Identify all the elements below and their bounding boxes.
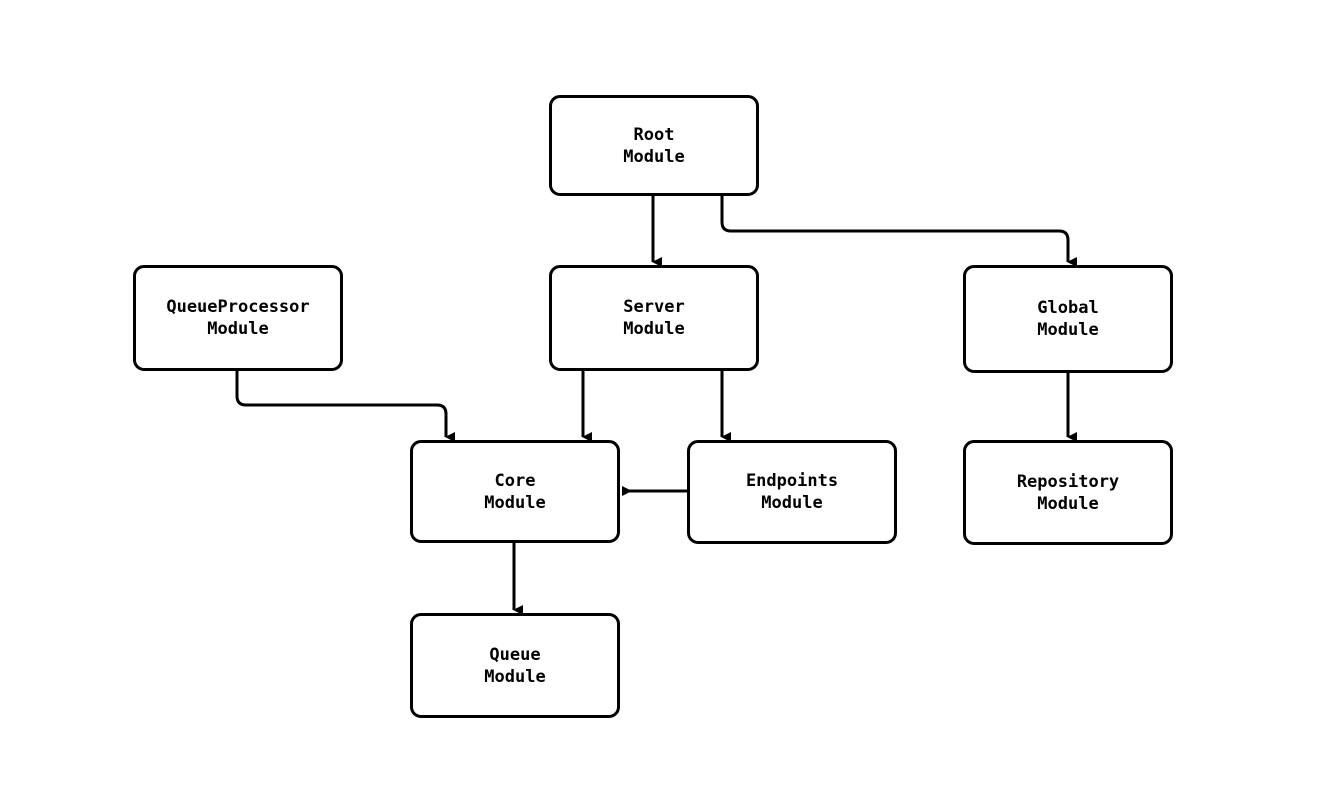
edge-root-to-global [720, 196, 1077, 267]
node-label: Repository Module [1016, 471, 1120, 514]
node-core-module[interactable]: Core Module [410, 440, 620, 543]
node-label: Queue Module [484, 644, 546, 687]
node-global-module[interactable]: Global Module [963, 265, 1173, 373]
node-repository-module[interactable]: Repository Module [963, 440, 1173, 545]
node-label: QueueProcessor Module [166, 297, 310, 339]
node-queue-module[interactable]: Queue Module [410, 613, 620, 718]
node-endpoints-module[interactable]: Endpoints Module [687, 440, 897, 544]
edge-queueprocessor-to-core [235, 371, 455, 442]
node-server-module[interactable]: Server Module [549, 265, 759, 371]
node-label: Global Module [1037, 298, 1099, 340]
node-label: Endpoints Module [745, 471, 839, 513]
node-label: Server Module [623, 297, 685, 339]
node-root-module[interactable]: Root Module [549, 95, 759, 196]
node-label: Core Module [484, 470, 546, 513]
node-label: Root Module [623, 124, 685, 167]
node-queueprocessor-module[interactable]: QueueProcessor Module [133, 265, 343, 371]
